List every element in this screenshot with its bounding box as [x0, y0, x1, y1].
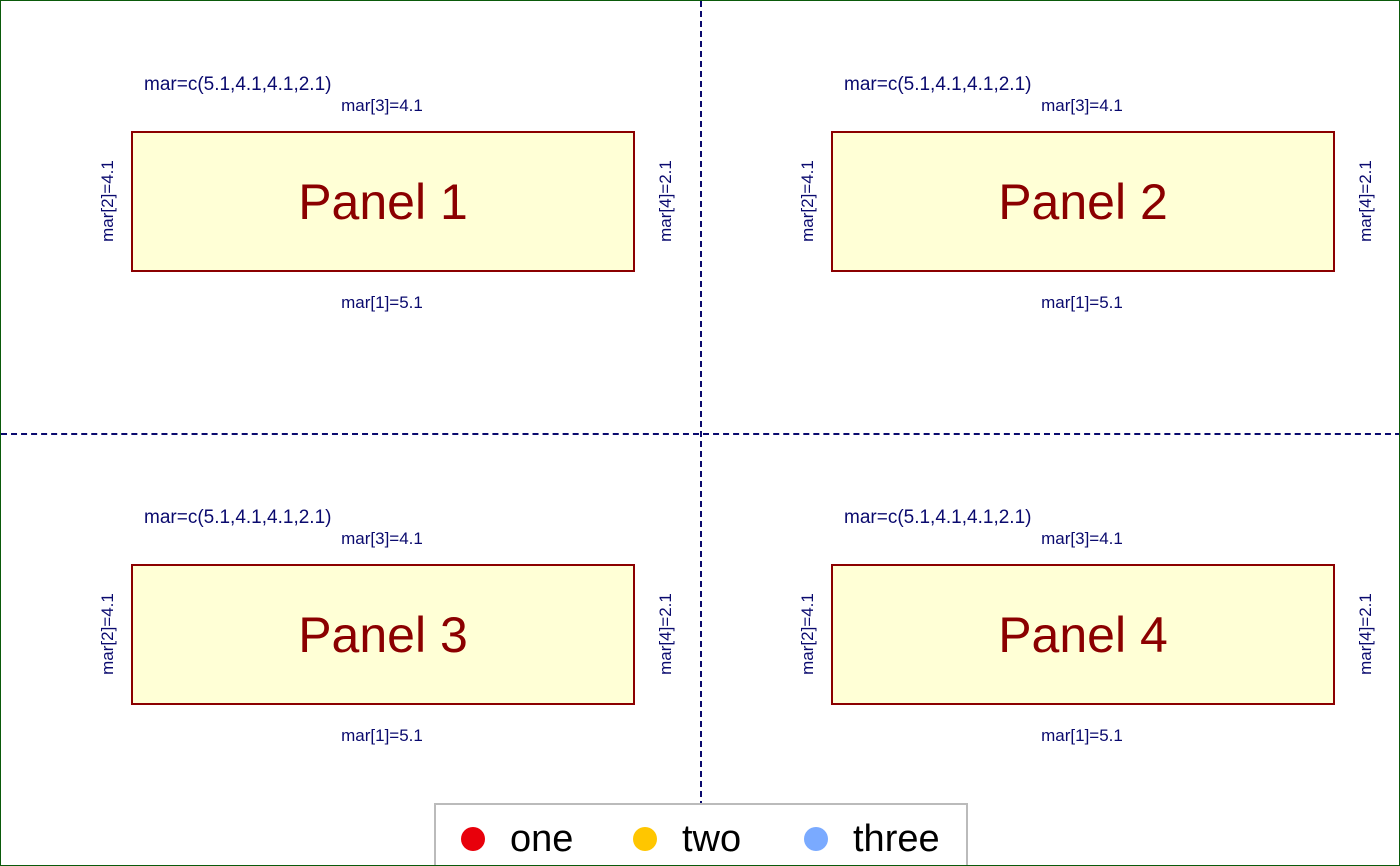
- left-margin-label: mar[2]=4.1: [798, 593, 817, 675]
- left-margin-label: mar[2]=4.1: [798, 160, 817, 242]
- panel-title: Panel 4: [998, 606, 1168, 663]
- legend-label: one: [510, 817, 574, 860]
- bottom-margin-label: mar[1]=5.1: [341, 293, 423, 312]
- figure-cell-3: mar=c(5.1,4.1,4.1,2.1) mar[3]=4.1 mar[2]…: [1, 434, 701, 865]
- right-margin-label: mar[4]=2.1: [656, 593, 675, 675]
- bottom-margin-label: mar[1]=5.1: [341, 726, 423, 745]
- left-margin-label: mar[2]=4.1: [98, 160, 117, 242]
- horizontal-dashed-divider: [1, 433, 1399, 435]
- panel-title: Panel 2: [998, 173, 1168, 230]
- mar-vector-label: mar=c(5.1,4.1,4.1,2.1): [144, 507, 332, 528]
- legend-item-three: three: [804, 817, 940, 861]
- bottom-margin-label: mar[1]=5.1: [1041, 726, 1123, 745]
- figure-cell-1: mar=c(5.1,4.1,4.1,2.1) mar[3]=4.1 mar[2]…: [1, 1, 701, 434]
- right-margin-label: mar[4]=2.1: [656, 160, 675, 242]
- blue-dot-icon: [804, 827, 828, 851]
- mar-vector-label: mar=c(5.1,4.1,4.1,2.1): [844, 74, 1032, 95]
- figure-cell-2: mar=c(5.1,4.1,4.1,2.1) mar[3]=4.1 mar[2]…: [701, 1, 1399, 434]
- red-dot-icon: [461, 827, 485, 851]
- right-margin-label: mar[4]=2.1: [1356, 593, 1375, 675]
- mar-vector-label: mar=c(5.1,4.1,4.1,2.1): [144, 74, 332, 95]
- legend-box: one two three: [434, 803, 968, 865]
- panel-title: Panel 1: [298, 173, 468, 230]
- legend-item-one: one: [461, 817, 573, 861]
- top-margin-label: mar[3]=4.1: [341, 96, 423, 115]
- right-margin-label: mar[4]=2.1: [1356, 160, 1375, 242]
- legend-label: two: [682, 817, 742, 860]
- plot-region-panel-2: Panel 2: [831, 131, 1335, 272]
- legend-item-two: two: [633, 817, 741, 861]
- panel-title: Panel 3: [298, 606, 468, 663]
- mar-vector-label: mar=c(5.1,4.1,4.1,2.1): [844, 507, 1032, 528]
- plot-region-panel-4: Panel 4: [831, 564, 1335, 705]
- left-margin-label: mar[2]=4.1: [98, 593, 117, 675]
- plot-region-panel-3: Panel 3: [131, 564, 635, 705]
- bottom-margin-label: mar[1]=5.1: [1041, 293, 1123, 312]
- top-margin-label: mar[3]=4.1: [1041, 96, 1123, 115]
- plot-region-panel-1: Panel 1: [131, 131, 635, 272]
- figure-cell-4: mar=c(5.1,4.1,4.1,2.1) mar[3]=4.1 mar[2]…: [701, 434, 1399, 865]
- top-margin-label: mar[3]=4.1: [1041, 529, 1123, 548]
- yellow-dot-icon: [633, 827, 657, 851]
- top-margin-label: mar[3]=4.1: [341, 529, 423, 548]
- legend-label: three: [853, 817, 940, 860]
